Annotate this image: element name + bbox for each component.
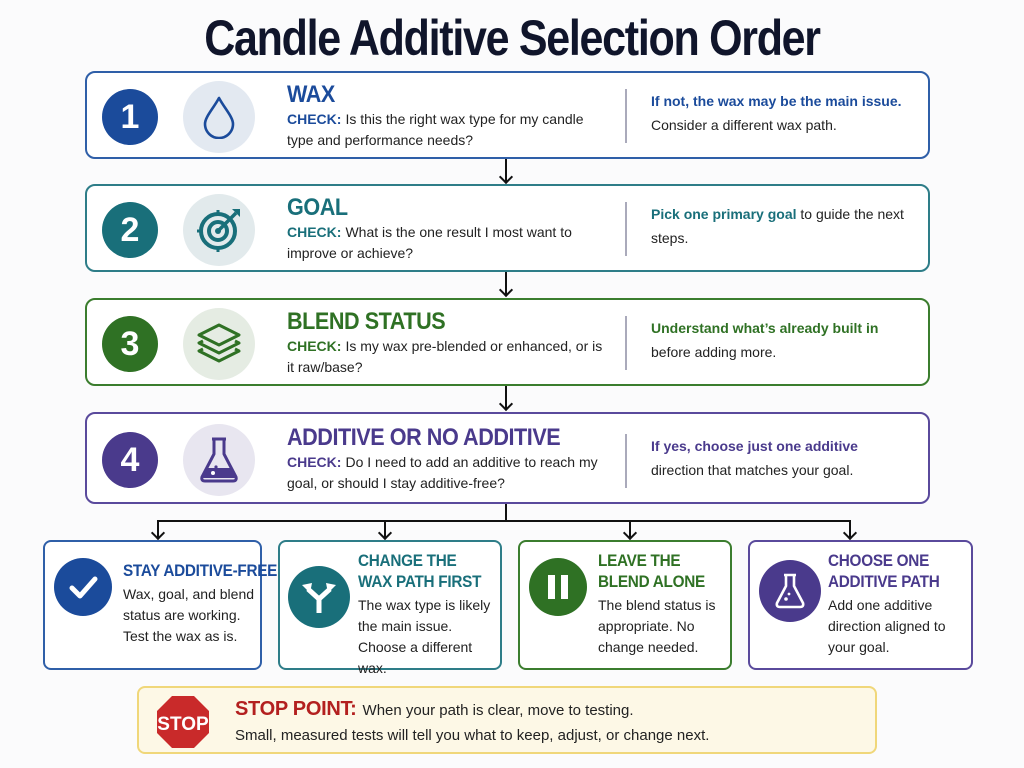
- outcome-heading: CHANGE THE WAX PATH FIRST: [358, 551, 482, 591]
- arrow-down-icon: [498, 282, 514, 298]
- check-text: Do I need to add an additive to reach my…: [287, 454, 598, 491]
- arrow-down-icon: [150, 525, 166, 541]
- outcome-heading: LEAVE THE BLEND ALONE: [598, 551, 705, 591]
- note-highlight: If not, the wax may be the main issue.: [651, 93, 902, 109]
- check-text: What is the one result I most want to im…: [287, 224, 572, 261]
- note-highlight: Understand what’s already built in: [651, 320, 879, 336]
- outcome-body: Wax, goal, and blend status are working.…: [123, 586, 255, 644]
- stop-label: STOP POINT:: [235, 698, 357, 720]
- step-check: CHECK:Is my wax pre-blended or enhanced,…: [287, 336, 607, 378]
- connector-branch-line: [157, 520, 851, 522]
- stop-point-banner: STOP STOP POINT: When your path is clear,…: [137, 686, 877, 754]
- step-number-badge: 2: [102, 202, 158, 258]
- page-title: Candle Additive Selection Order: [204, 10, 821, 66]
- check-label: CHECK:: [287, 224, 342, 240]
- check-text: Is this the right wax type for my candle…: [287, 111, 584, 148]
- step-note: If not, the wax may be the main issue. C…: [625, 89, 921, 143]
- arrow-down-icon: [842, 525, 858, 541]
- step-heading: WAX: [287, 81, 335, 108]
- note-text: to guide the next steps.: [651, 206, 904, 246]
- stop-line-1: STOP POINT: When your path is clear, move…: [235, 698, 634, 721]
- step-number-badge: 3: [102, 316, 158, 372]
- flask-icon: [183, 424, 255, 496]
- step-heading: GOAL: [287, 194, 348, 221]
- note-text: Consider a different wax path.: [651, 117, 837, 133]
- step-check: CHECK:What is the one result I most want…: [287, 222, 607, 264]
- checkmark-icon: [54, 558, 112, 616]
- connector-line: [505, 386, 507, 410]
- check-text: Is my wax pre-blended or enhanced, or is…: [287, 338, 603, 375]
- outcome-body: The blend status is appropriate. No chan…: [598, 597, 716, 655]
- target-icon: [183, 194, 255, 266]
- step-additive-decision: 4 ADDITIVE OR NO ADDITIVE CHECK:Do I nee…: [85, 412, 930, 504]
- water-drop-icon: [183, 81, 255, 153]
- note-text: direction that matches your goal.: [651, 462, 854, 478]
- note-highlight: If yes, choose just one additive: [651, 438, 858, 454]
- step-heading: BLEND STATUS: [287, 308, 446, 335]
- step-number-badge: 4: [102, 432, 158, 488]
- outcome-body: The wax type is likely the main issue. C…: [358, 597, 491, 676]
- outcome-stay-additive-free: STAY ADDITIVE-FREE Wax, goal, and blend …: [43, 540, 278, 670]
- connector-line: [629, 520, 631, 538]
- step-wax: 1 WAX CHECK:Is this the right wax type f…: [85, 71, 930, 159]
- connector-line: [849, 520, 851, 538]
- outcome-body: Add one additive direction aligned to yo…: [828, 597, 946, 655]
- step-number-badge: 1: [102, 89, 158, 145]
- arrow-down-icon: [498, 396, 514, 412]
- note-text: before adding more.: [651, 344, 777, 360]
- stop-sign-text: STOP: [157, 714, 209, 735]
- step-blend-status: 3 BLEND STATUS CHECK:Is my wax pre-blend…: [85, 298, 930, 386]
- step-heading: ADDITIVE OR NO ADDITIVE: [287, 424, 561, 451]
- split-arrow-icon: [288, 566, 350, 628]
- step-check: CHECK:Is this the right wax type for my …: [287, 109, 607, 151]
- note-highlight: Pick one primary goal: [651, 206, 797, 222]
- stop-text: When your path is clear, move to testing…: [362, 702, 634, 719]
- check-label: CHECK:: [287, 454, 342, 470]
- stop-sign-icon: STOP: [155, 694, 211, 750]
- flask-icon: [759, 560, 821, 622]
- connector-line: [384, 520, 386, 538]
- connector-line: [505, 272, 507, 296]
- outcome-choose-one-additive: CHOOSE ONE ADDITIVE PATH Add one additiv…: [748, 540, 973, 670]
- connector-line: [505, 159, 507, 183]
- outcome-leave-blend-alone: LEAVE THE BLEND ALONE The blend status i…: [518, 540, 732, 670]
- step-note: Pick one primary goal to guide the next …: [625, 202, 921, 256]
- step-note: If yes, choose just one additive directi…: [625, 434, 921, 488]
- check-label: CHECK:: [287, 338, 342, 354]
- layers-icon: [183, 308, 255, 380]
- outcome-change-wax-path: CHANGE THE WAX PATH FIRST The wax type i…: [278, 540, 502, 676]
- stop-line-2: Small, measured tests will tell you what…: [235, 727, 710, 744]
- outcome-heading: CHOOSE ONE ADDITIVE PATH: [828, 551, 940, 591]
- arrow-down-icon: [377, 525, 393, 541]
- step-check: CHECK:Do I need to add an additive to re…: [287, 452, 607, 494]
- arrow-down-icon: [622, 525, 638, 541]
- arrow-down-icon: [498, 169, 514, 185]
- outcome-heading: STAY ADDITIVE-FREE: [123, 561, 278, 580]
- pause-icon: [529, 558, 587, 616]
- step-note: Understand what’s already built in befor…: [625, 316, 921, 370]
- connector-line: [505, 504, 507, 521]
- connector-line: [157, 520, 159, 538]
- check-label: CHECK:: [287, 111, 342, 127]
- step-goal: 2 GOAL CHECK:What is the one result I mo…: [85, 184, 930, 272]
